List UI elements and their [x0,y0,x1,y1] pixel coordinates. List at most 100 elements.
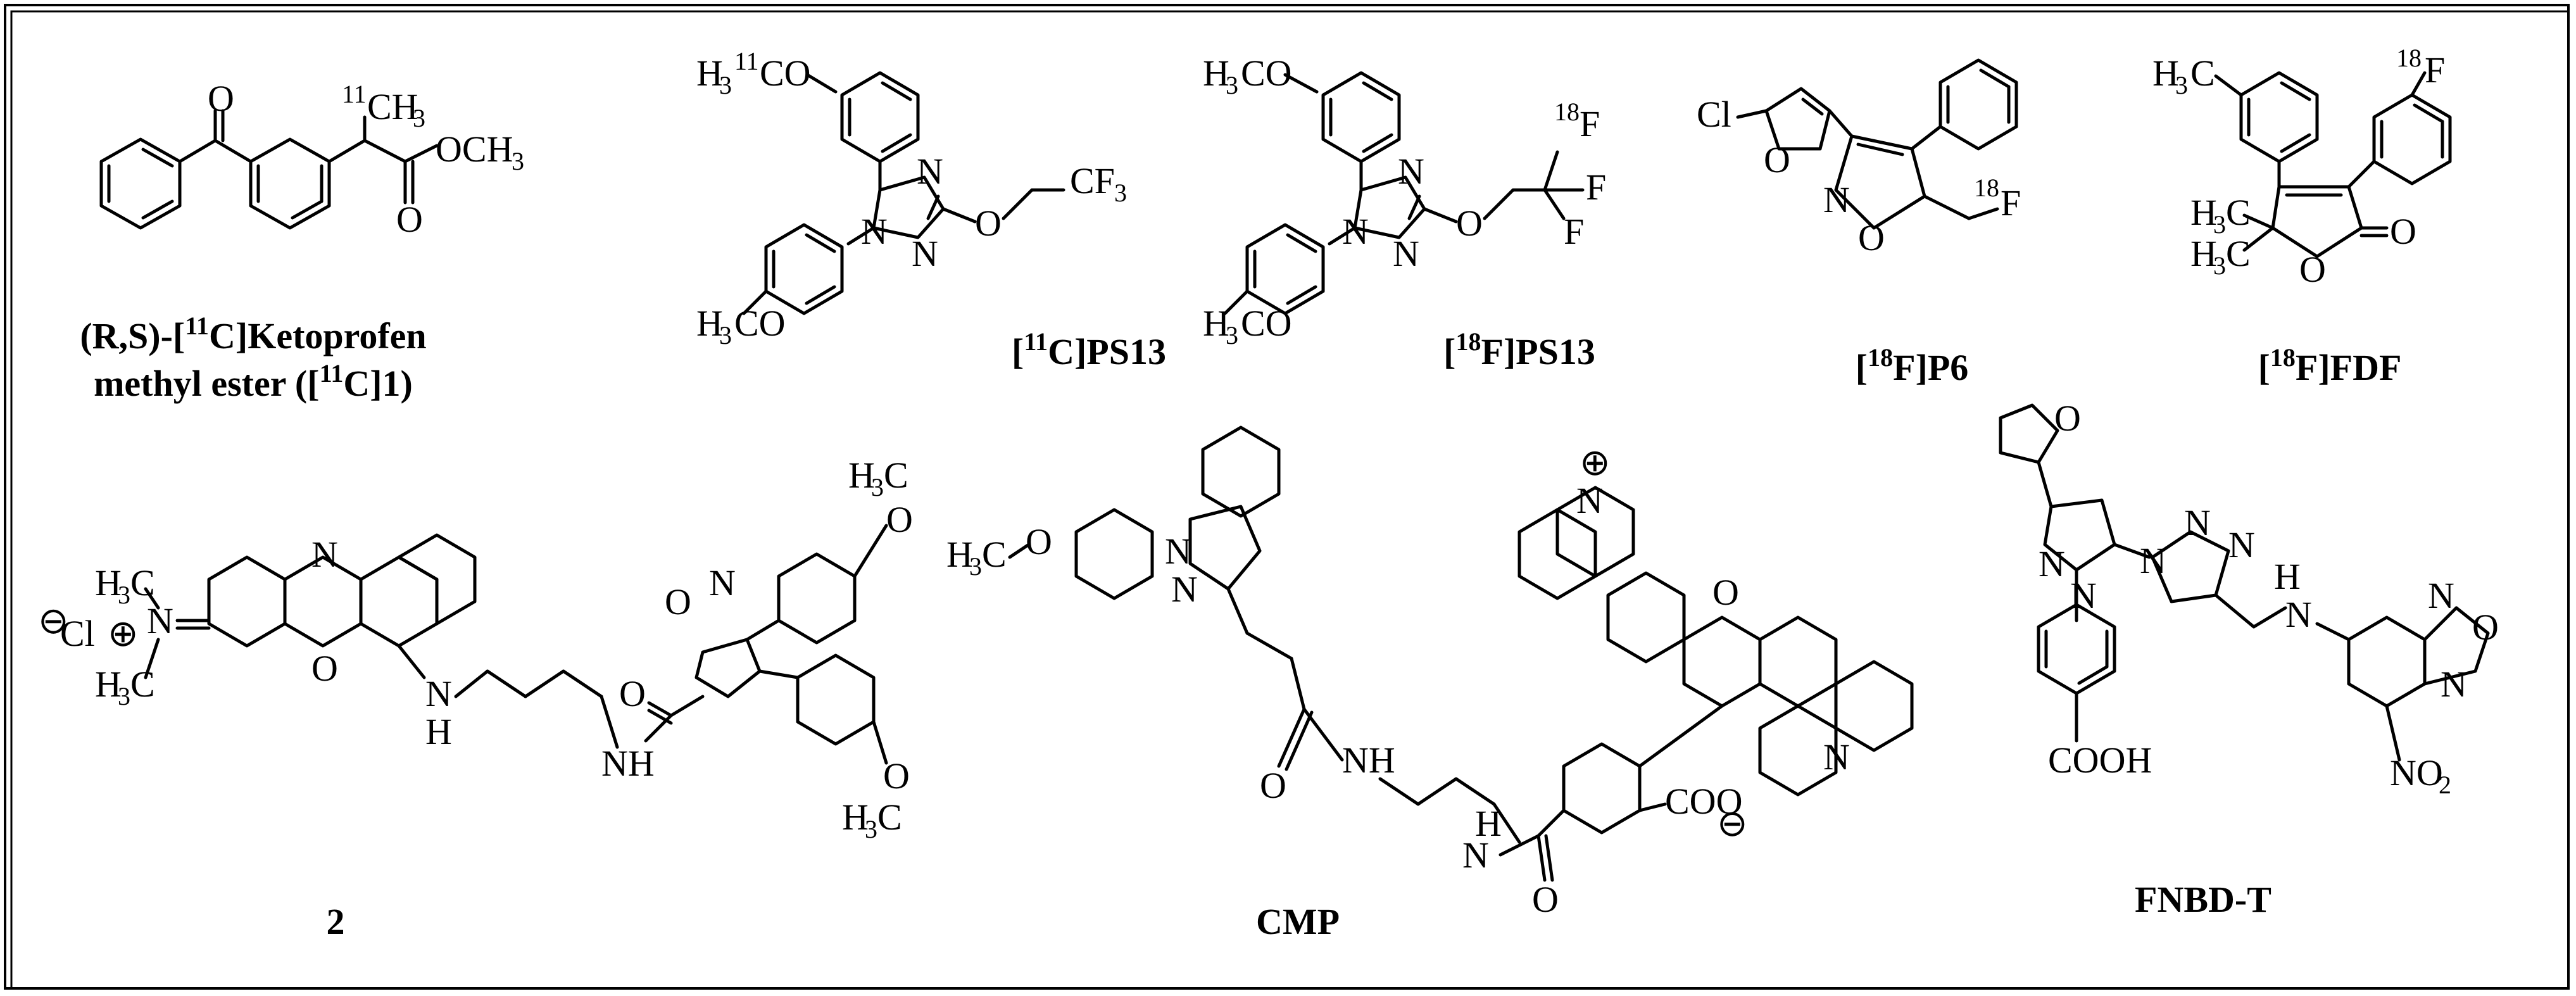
atom-label: O [208,78,234,119]
subscript-label: 3 [871,473,884,501]
compound-2-structure: ⊖ Cl ⊕ H 3 C N H 3 C N O N H NH O O N [38,455,913,843]
atom-label: NH [601,743,655,784]
benzene-ring [359,555,439,648]
subscript-label: 3 [118,682,130,710]
atom-label: O [2054,398,2081,439]
caption-ketoprofen-line2: methyl ester ([11C]1) [94,359,413,404]
atom-label: N [912,233,938,274]
atom-label: N [1462,835,1489,876]
caption-cmp: CMP [1256,901,1340,942]
fnbd-t-structure: O N N N N N N H N O N NO 2 COOH [1999,398,2499,799]
atom-label: C [982,534,1007,575]
julolidine-ring [1555,486,1635,578]
atom-label: CO [1241,53,1292,94]
atom-label: O [2299,249,2326,290]
atom-label: H [2274,556,2301,597]
julolidine-ring [1517,508,1597,600]
atom-label: O [975,203,1002,244]
benzene-ring [796,653,876,746]
atom-label: NO [2390,752,2443,793]
triazole-ring [872,175,945,239]
atom-label: C [884,455,908,496]
atom-label: N [2184,502,2211,543]
atom-label: H [425,711,452,752]
atom-label: N [2140,540,2166,581]
benzene-ring [2372,93,2452,186]
benzene-ring [1074,508,1154,600]
atom-label: O [311,648,338,689]
atom-label: CO [734,303,786,344]
atom-label: O [2390,211,2416,252]
xanthene-ring [1682,615,1762,708]
atom-label: O [619,673,646,714]
charge-plus: ⊕ [108,613,139,654]
subscript-label: 3 [969,552,982,581]
atom-label: O [1260,765,1286,806]
atom-label: CF [1070,160,1115,201]
atom-label: H [1203,303,1229,344]
furan-ring [1764,87,1831,151]
triazole-ring [2151,530,2230,603]
julolidine-ring [1758,704,1838,797]
charge-plus: ⊕ [1580,442,1611,483]
caption-ketoprofen-line1: (R,S)-[11C]Ketoprofen [80,312,426,356]
benzene-ring [1938,58,2018,151]
atom-label: H [95,664,122,705]
atom-label: N [1171,569,1198,610]
atom-label: N [1823,736,1850,778]
subscript-label: 3 [1114,179,1127,207]
isotope-label: 18 [1974,173,1999,202]
benzene-ring [764,223,844,315]
atom-label: O [886,499,913,540]
atom-label: H [1203,53,1229,94]
atom-label: O [1456,203,1483,244]
isotope-label: 11 [342,80,367,108]
atom-label: H [848,455,875,496]
atom-label: C [2190,53,2215,94]
atom-label: C [130,664,155,705]
subscript-label: 3 [2175,71,2188,99]
atom-label: O [396,199,423,240]
atom-label: H [2152,53,2179,94]
atom-label: N [1342,211,1369,252]
subscript-label: 3 [719,71,732,99]
inner-border [10,10,2570,990]
benzofurazan-ring [2347,615,2427,708]
caption-f18-fdf: [18F]FDF [2258,343,2402,388]
subscript-label: 3 [512,147,524,175]
atom-label: N [2441,664,2467,705]
atom-label: N [425,673,452,714]
subscript-label: 2 [2439,771,2451,799]
charge-minus: ⊖ [38,600,69,641]
subscript-label: 3 [2213,210,2226,239]
atom-label: N [2285,594,2312,635]
atom-label: CO [1241,303,1292,344]
subscript-label: 3 [865,815,877,843]
atom-label: O [883,755,910,797]
atom-label: O [1532,879,1559,920]
oxadiazole-ring [2423,606,2490,686]
atom-label: H [2190,192,2217,233]
atom-label: N [1576,480,1603,521]
atom-label: C [2226,192,2251,233]
benzene-ring [1562,742,1642,835]
furan-ring [1999,403,2059,464]
atom-label: H [2190,233,2217,274]
atom-label: N [2039,543,2065,584]
atom-label: N [1393,233,1419,274]
atom-label: F [1586,167,1606,208]
atom-label: N [861,211,888,252]
benzene-ring [99,137,182,230]
atom-label: OCH [436,129,513,170]
atom-label: CH [367,86,418,127]
atom-label: N [2428,575,2454,616]
subscript-label: 3 [118,581,130,609]
benzene-ring [1321,71,1401,163]
benzene-ring [2239,71,2319,163]
atom-label: N [709,562,736,603]
atom-label: H [95,562,122,603]
atom-label: C [2226,233,2251,274]
subscript-label: 3 [1226,71,1238,99]
